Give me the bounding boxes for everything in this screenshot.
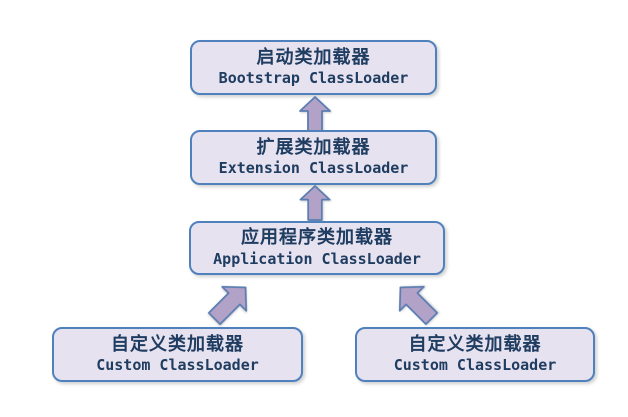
node-label-en: Extension ClassLoader (218, 159, 409, 178)
node-label-zh: 自定义类加载器 (111, 333, 244, 355)
arrow-up-left-icon (387, 274, 445, 332)
node-label-zh: 启动类加载器 (256, 46, 371, 68)
node-application-classloader: 应用程序类加载器 Application ClassLoader (189, 221, 445, 275)
node-bootstrap-classloader: 启动类加载器 Bootstrap ClassLoader (190, 40, 437, 95)
node-custom-classloader-left: 自定义类加载器 Custom ClassLoader (52, 327, 303, 382)
arrow-up-right-icon (201, 274, 259, 332)
node-label-zh: 自定义类加载器 (408, 333, 542, 355)
node-label-en: Application ClassLoader (213, 249, 421, 268)
node-extension-classloader: 扩展类加载器 Extension ClassLoader (190, 130, 437, 185)
node-custom-classloader-right: 自定义类加载器 Custom ClassLoader (355, 327, 595, 382)
node-label-zh: 应用程序类加载器 (241, 227, 393, 249)
node-label-zh: 扩展类加载器 (256, 136, 371, 158)
node-label-en: Custom ClassLoader (96, 356, 259, 375)
arrow-up-icon (299, 185, 331, 221)
node-label-en: Bootstrap ClassLoader (218, 69, 409, 88)
arrow-up-icon (299, 96, 331, 133)
node-label-en: Custom ClassLoader (393, 356, 557, 375)
